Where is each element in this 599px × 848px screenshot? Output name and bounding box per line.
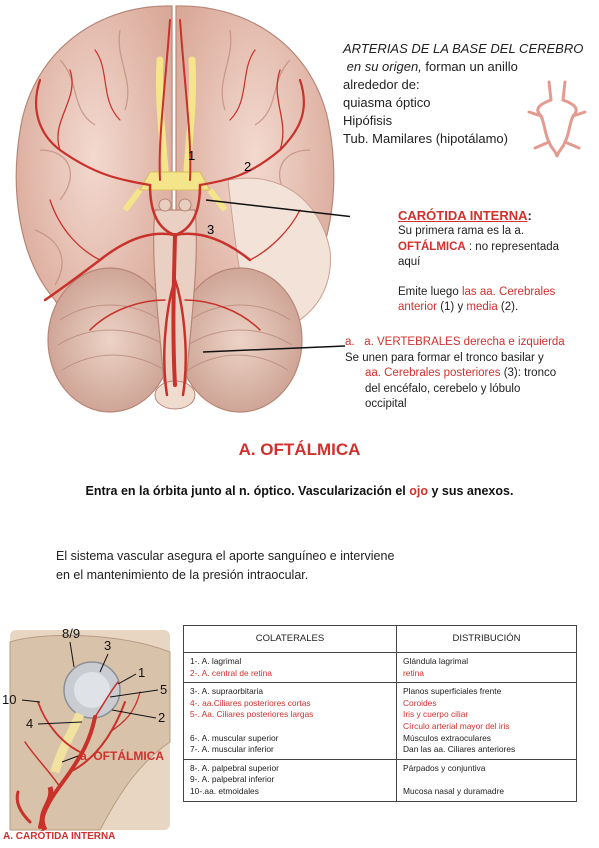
colateral-item: 9-. A. palpebral inferior	[190, 774, 275, 785]
colateral-item: 4-. aa.Ciliares posteriores cortas	[190, 697, 311, 708]
carotid-interna-block: CARÓTIDA INTERNA: Su primera rama es la …	[398, 207, 593, 316]
brain-label-3: 3	[207, 222, 214, 237]
orbit-label-4: 4	[26, 716, 33, 731]
colateral-item: 2-. A. central de retina	[190, 667, 272, 678]
vertebral-line1: Se unen para formar el tronco basilar y	[345, 351, 544, 364]
vertebral-block: a. a. VERTEBRALES derecha e izquierda Se…	[345, 335, 597, 413]
oftalmica-branches-table: COLATERALES DISTRIBUCIÓN 1-. A. lagrimal…	[183, 625, 577, 802]
orbit-label-1: 1	[138, 665, 145, 680]
orbit-label-oftalmica: a. OFTÁLMICA	[80, 748, 164, 763]
header-colaterales: COLATERALES	[183, 625, 397, 653]
notes-line2: en su origen, forman un anillo	[346, 59, 518, 74]
brain-label-1: 1	[188, 148, 195, 163]
colateral-item: 1-. A. lagrimal	[190, 656, 242, 666]
colateral-item: 3-. A. supraorbitaria	[190, 686, 264, 697]
colateral-item	[190, 721, 390, 733]
orbit-label-10: 10	[2, 692, 16, 707]
distribucion-item: Coroides	[403, 697, 437, 708]
carotid-emite: Emite luego las aa. Cerebrales anterior …	[398, 285, 556, 314]
orbit-label-3: 3	[104, 638, 111, 653]
orbit-label-carotida-interna: A. CARÓTIDA INTERNA	[3, 829, 115, 842]
distribucion-cell: Párpados y conjuntiva Mucosa nasal y dur…	[396, 758, 577, 802]
oftalmica-heading: A. OFTÁLMICA	[238, 440, 361, 459]
carotid-pointer-line	[205, 199, 350, 218]
distribucion-item: Párpados y conjuntiva	[403, 762, 486, 773]
orbit-label-8-9: 8/9	[62, 626, 80, 641]
distribucion-item: Iris y cuerpo ciliar	[403, 709, 469, 720]
oftalmica-subtitle: Entra en la órbita junto al n. óptico. V…	[85, 484, 514, 498]
orbit-illustration: 8/9 3 1 10 5 4 2 a. OFTÁLMICA A. CARÓTID…	[2, 626, 171, 842]
vertebral-line3: del encéfalo, cerebelo y lóbulo	[365, 382, 521, 395]
distribucion-item: Dan las aa. Ciliares anteriores	[403, 744, 516, 755]
brain-arteries-notes: ARTERIAS DE LA BASE DEL CEREBRO en su or…	[343, 40, 593, 148]
carotid-line1: Su primera rama es la a.	[398, 225, 524, 237]
header-distribucion: DISTRIBUCIÓN	[396, 625, 577, 653]
vertebral-title: a. a. VERTEBRALES derecha e izquierda	[345, 336, 565, 348]
colateral-item: 10-.aa. etmoidales	[190, 785, 259, 796]
vascular-paragraph: El sistema vascular asegura el aporte sa…	[56, 549, 395, 582]
notes-item-quiasma: quiasma óptico	[343, 95, 431, 110]
notes-item-tub-mamilares: Tub. Mamilares (hipotálamo)	[343, 131, 508, 146]
circle-of-willis-icon	[527, 80, 587, 158]
distribucion-item: retina	[403, 667, 424, 678]
colateral-item: 6-. A. muscular superior	[190, 732, 279, 743]
notes-line3: alrededor de:	[343, 77, 420, 92]
notes-title: ARTERIAS DE LA BASE DEL CEREBRO	[343, 41, 584, 56]
carotid-title: CARÓTIDA INTERNA:	[398, 208, 532, 223]
carotid-line2: OFTÁLMICA : no representada	[398, 240, 560, 253]
table-header-row: COLATERALES DISTRIBUCIÓN	[183, 625, 577, 653]
distribucion-item: Planos superficiales frente	[403, 686, 502, 697]
distribucion-item	[403, 774, 570, 786]
colateral-item: 5-. Aa. Ciliares posteriores largas	[190, 709, 314, 720]
notes-item-hipofisis: Hipófisis	[343, 113, 393, 128]
distribucion-item: Mucosa nasal y duramadre	[403, 785, 505, 796]
orbit-label-2: 2	[158, 710, 165, 725]
orbit-label-5: 5	[160, 682, 167, 697]
distribucion-item: Círculo arterial mayor del iris	[403, 720, 510, 731]
carotid-line3: aquí	[398, 256, 421, 268]
colateral-item: 7-. A. muscular inferior	[190, 744, 274, 755]
brain-base-illustration: 1 2 3	[15, 5, 350, 413]
brain-label-2: 2	[244, 159, 251, 174]
colateral-item: 8-. A. palpebral superior	[190, 762, 279, 773]
vertebral-line4: occipital	[365, 398, 407, 410]
vertebral-pointer-line	[202, 345, 346, 353]
vertebral-line2: aa. Cerebrales posteriores (3): tronco	[365, 367, 557, 379]
distribucion-item: Músculos extraoculares	[403, 732, 491, 743]
distribucion-item: Glándula lagrimal	[403, 656, 469, 666]
